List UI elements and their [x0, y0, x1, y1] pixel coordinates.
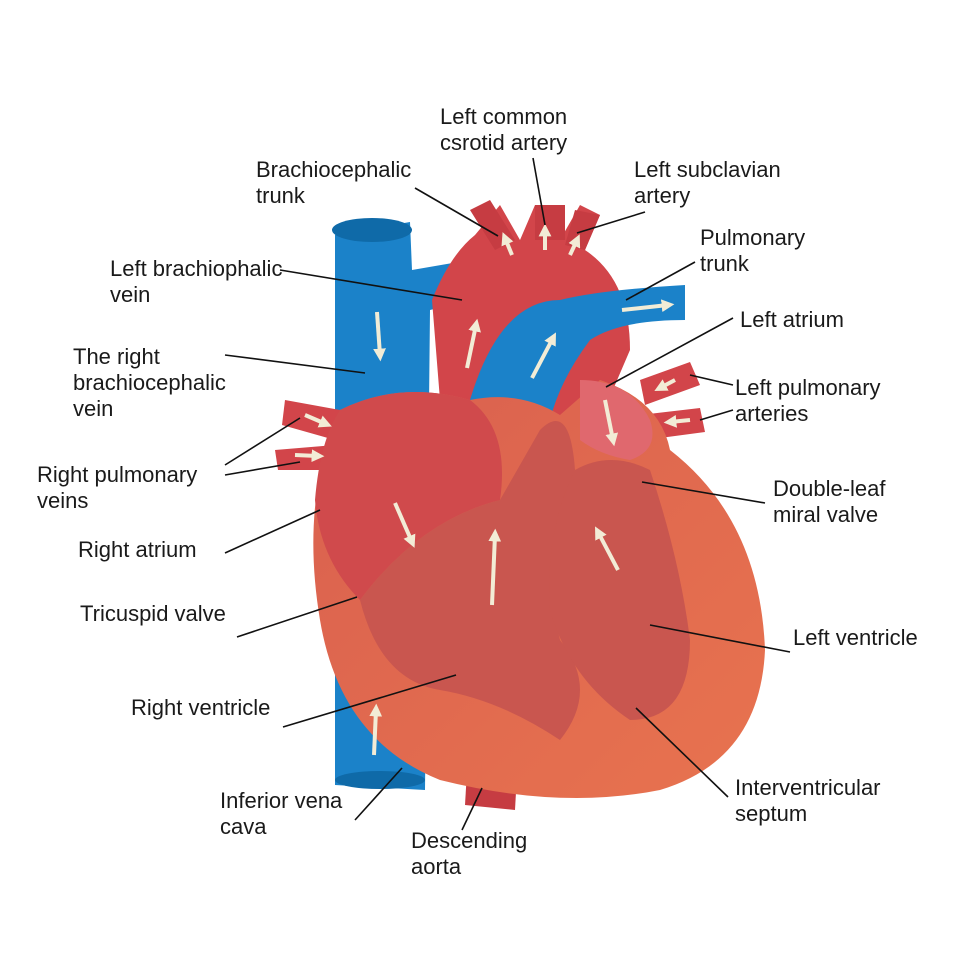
- label-line: vein: [73, 396, 114, 421]
- label-line: Inferior vena: [220, 788, 343, 813]
- label-right-ventricle: Right ventricle: [131, 695, 270, 721]
- pulmonary-trunk: [470, 285, 685, 420]
- label-left-ventricle: Left ventricle: [793, 625, 918, 651]
- left-atrium: [580, 380, 653, 460]
- left-ventricle: [549, 460, 690, 720]
- label-line: Left common: [440, 104, 568, 129]
- label-line: cava: [220, 814, 267, 839]
- label-tricuspid-valve: Tricuspid valve: [80, 601, 226, 627]
- label-line: Right pulmonary: [37, 462, 198, 487]
- label-line: Pulmonary: [700, 225, 806, 250]
- label-line: brachiocephalic: [73, 370, 226, 395]
- label-line: The right: [73, 344, 160, 369]
- leader-lines: [224, 157, 791, 831]
- label-line: trunk: [700, 251, 749, 276]
- right-ventricle: [360, 421, 580, 740]
- label-line: vein: [110, 282, 151, 307]
- label-line: aorta: [411, 854, 462, 879]
- label-line: Double-leaf: [773, 476, 886, 501]
- label-line: arteries: [735, 401, 809, 426]
- label-line: miral valve: [773, 502, 879, 527]
- label-line: Left subclavian: [634, 157, 781, 182]
- label-line: Descending: [411, 828, 528, 853]
- label-right-atrium: Right atrium: [78, 537, 197, 563]
- label-line: Interventricular: [735, 775, 881, 800]
- label-line: septum: [735, 801, 808, 826]
- blood-flow-arrows: [294, 223, 691, 756]
- label-line: veins: [37, 488, 89, 513]
- label-line: Left pulmonary: [735, 375, 881, 400]
- label-left-atrium: Left atrium: [740, 307, 844, 333]
- label-line: Right atrium: [78, 537, 197, 562]
- label-line: Brachiocephalic: [256, 157, 412, 182]
- label-line: csrotid artery: [440, 130, 568, 155]
- label-line: Left brachiophalic: [110, 256, 283, 281]
- label-line: Tricuspid valve: [80, 601, 226, 626]
- label-line: trunk: [256, 183, 305, 208]
- right-atrium: [315, 392, 502, 600]
- label-line: Left atrium: [740, 307, 844, 332]
- label-line: artery: [634, 183, 691, 208]
- label-line: Right ventricle: [131, 695, 271, 720]
- label-line: Left ventricle: [793, 625, 918, 650]
